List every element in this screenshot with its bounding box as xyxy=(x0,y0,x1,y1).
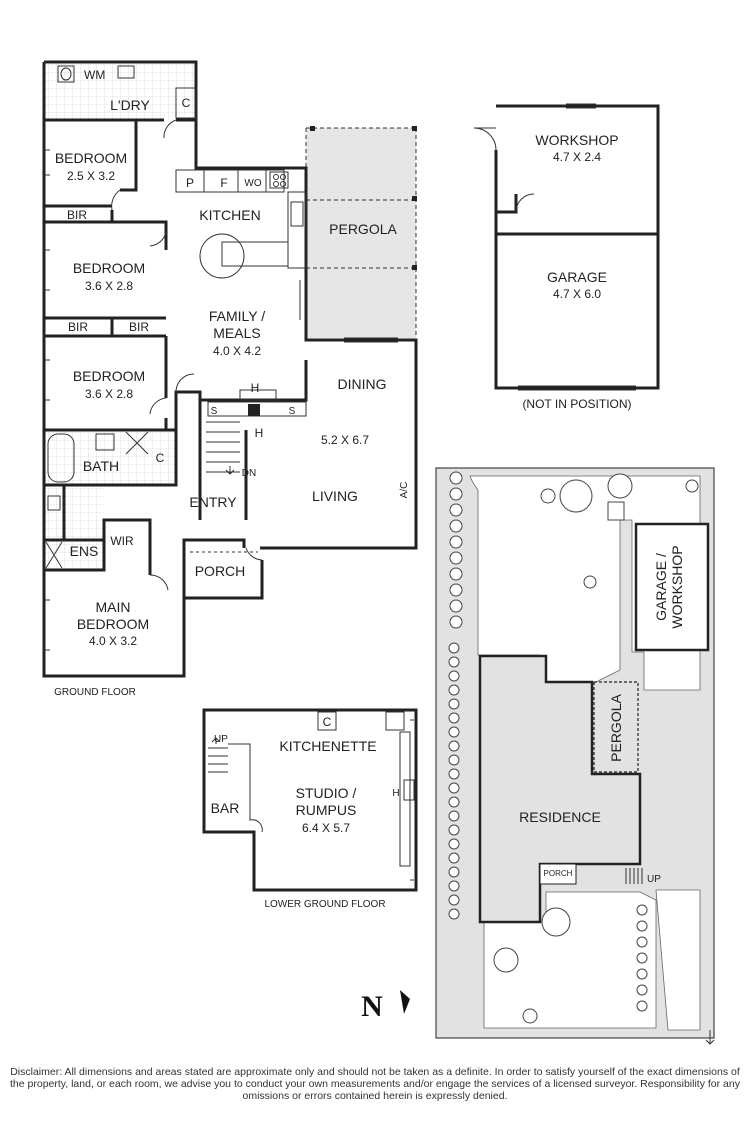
kitchenette-label: KITCHENETTE xyxy=(279,738,376,754)
bedroom2-label: BEDROOM xyxy=(73,260,145,276)
bedroom3-size: 3.6 X 2.8 xyxy=(85,387,133,401)
wir-label: WIR xyxy=(110,534,134,548)
family-label-2: MEALS xyxy=(213,325,260,341)
bath-tiles xyxy=(44,430,176,485)
workshop-size: 4.7 X 2.4 xyxy=(553,150,601,164)
lower-heater-label: H xyxy=(392,788,399,799)
bedroom2-size: 3.6 X 2.8 xyxy=(85,279,133,293)
right-boundary-trees xyxy=(636,904,648,1012)
laundry-label: L'DRY xyxy=(110,97,150,113)
garden-trees xyxy=(493,473,699,1024)
bir1-label: BIR xyxy=(67,208,87,222)
stair-dn-label: DN xyxy=(242,468,256,479)
wm-label: WM xyxy=(84,68,105,82)
studio-label-2: RUMPUS xyxy=(296,802,357,818)
pergola-label: PERGOLA xyxy=(329,221,397,237)
fridge-label: F xyxy=(220,176,227,190)
not-in-position-note: (NOT IN POSITION) xyxy=(522,397,631,411)
studio-size: 6.4 X 5.7 xyxy=(302,821,350,835)
laundry-cupboard-label: C xyxy=(182,96,191,110)
kitchen-bench xyxy=(175,169,285,193)
dining-label: DINING xyxy=(338,376,387,392)
site-up-label: UP xyxy=(647,874,661,885)
family-label: FAMILY / xyxy=(209,308,265,324)
ac-label: A/C xyxy=(399,482,410,499)
disclaimer-text: Disclaimer: All dimensions and areas sta… xyxy=(10,1066,740,1102)
residence-label: RESIDENCE xyxy=(519,809,601,825)
main-bedroom-label: MAIN xyxy=(96,599,131,615)
pantry-label: P xyxy=(186,176,194,190)
north-label: N xyxy=(361,990,383,1023)
ground-floor-labels: WM L'DRY C BEDROOM 2.5 X 3.2 BIR BEDROOM… xyxy=(54,68,410,698)
bathtub-icon xyxy=(47,433,75,483)
workshop-garage: WORKSHOP 4.7 X 2.4 GARAGE 4.7 X 6.0 (NOT… xyxy=(473,103,660,411)
floor-plan: WM L'DRY C BEDROOM 2.5 X 3.2 BIR BEDROOM… xyxy=(42,60,715,1045)
living-label: LIVING xyxy=(312,488,358,504)
site-plan: GARAGE / WORKSHOP PERGOLA RESIDENCE PORC… xyxy=(435,467,715,1045)
site-garage xyxy=(634,522,710,652)
main-bedroom-size: 4.0 X 3.2 xyxy=(89,634,137,648)
shelf-left-label: S xyxy=(211,406,218,417)
kitchen-sink-icon xyxy=(290,201,304,227)
ground-floor-title: GROUND FLOOR xyxy=(54,687,136,698)
laundry-tiles xyxy=(44,62,196,120)
garage-size: 4.7 X 6.0 xyxy=(553,287,601,301)
studio-label: STUDIO / xyxy=(296,785,357,801)
bedroom1-size: 2.5 X 3.2 xyxy=(67,169,115,183)
workshop-label: WORKSHOP xyxy=(535,132,618,148)
island-table xyxy=(199,233,245,279)
site-porch-label: PORCH xyxy=(544,869,573,878)
main-bedroom-label-2: BEDROOM xyxy=(77,616,149,632)
boundary-trees xyxy=(448,471,463,920)
site-pergola-label: PERGOLA xyxy=(608,694,624,762)
bir3-label: BIR xyxy=(129,320,149,334)
family-size: 4.0 X 4.2 xyxy=(213,344,261,358)
bath-cupboard-label: C xyxy=(156,451,165,465)
ensuite-tiles xyxy=(44,488,104,570)
porch-label: PORCH xyxy=(195,563,246,579)
lower-ground-floor: C KITCHENETTE UP STUDIO / RUMPUS 6.4 X 5… xyxy=(202,708,418,910)
entry-label: ENTRY xyxy=(189,494,237,510)
heater-bottom-label: H xyxy=(255,426,264,440)
living-size: 5.2 X 6.7 xyxy=(321,433,369,447)
cooktop-icon xyxy=(269,171,289,189)
lower-cupboard-label: C xyxy=(323,715,332,729)
bar-label: BAR xyxy=(211,800,240,816)
north-arrow: N xyxy=(361,990,410,1023)
garage-label: GARAGE xyxy=(547,269,607,285)
shelf-right-label: S xyxy=(289,406,296,417)
bedroom1-label: BEDROOM xyxy=(55,150,127,166)
bedroom3-label: BEDROOM xyxy=(73,368,145,384)
ens-label: ENS xyxy=(70,543,99,559)
ground-floor xyxy=(42,60,418,678)
kitchen-label: KITCHEN xyxy=(199,207,260,223)
pergola-area xyxy=(306,128,416,338)
lower-ground-floor-title: LOWER GROUND FLOOR xyxy=(264,899,385,910)
sink-icon xyxy=(57,65,75,83)
stair-up-label: UP xyxy=(214,734,228,745)
north-pointer-icon xyxy=(400,990,410,1014)
heater-top-label: H xyxy=(251,381,260,395)
site-garage-label: GARAGE / xyxy=(653,553,669,621)
residence-outline xyxy=(478,654,642,924)
bir2-label: BIR xyxy=(68,320,88,334)
site-garage-label-2: WORKSHOP xyxy=(669,545,685,628)
bath-label: BATH xyxy=(83,458,119,474)
wall-oven-label: WO xyxy=(244,178,261,189)
